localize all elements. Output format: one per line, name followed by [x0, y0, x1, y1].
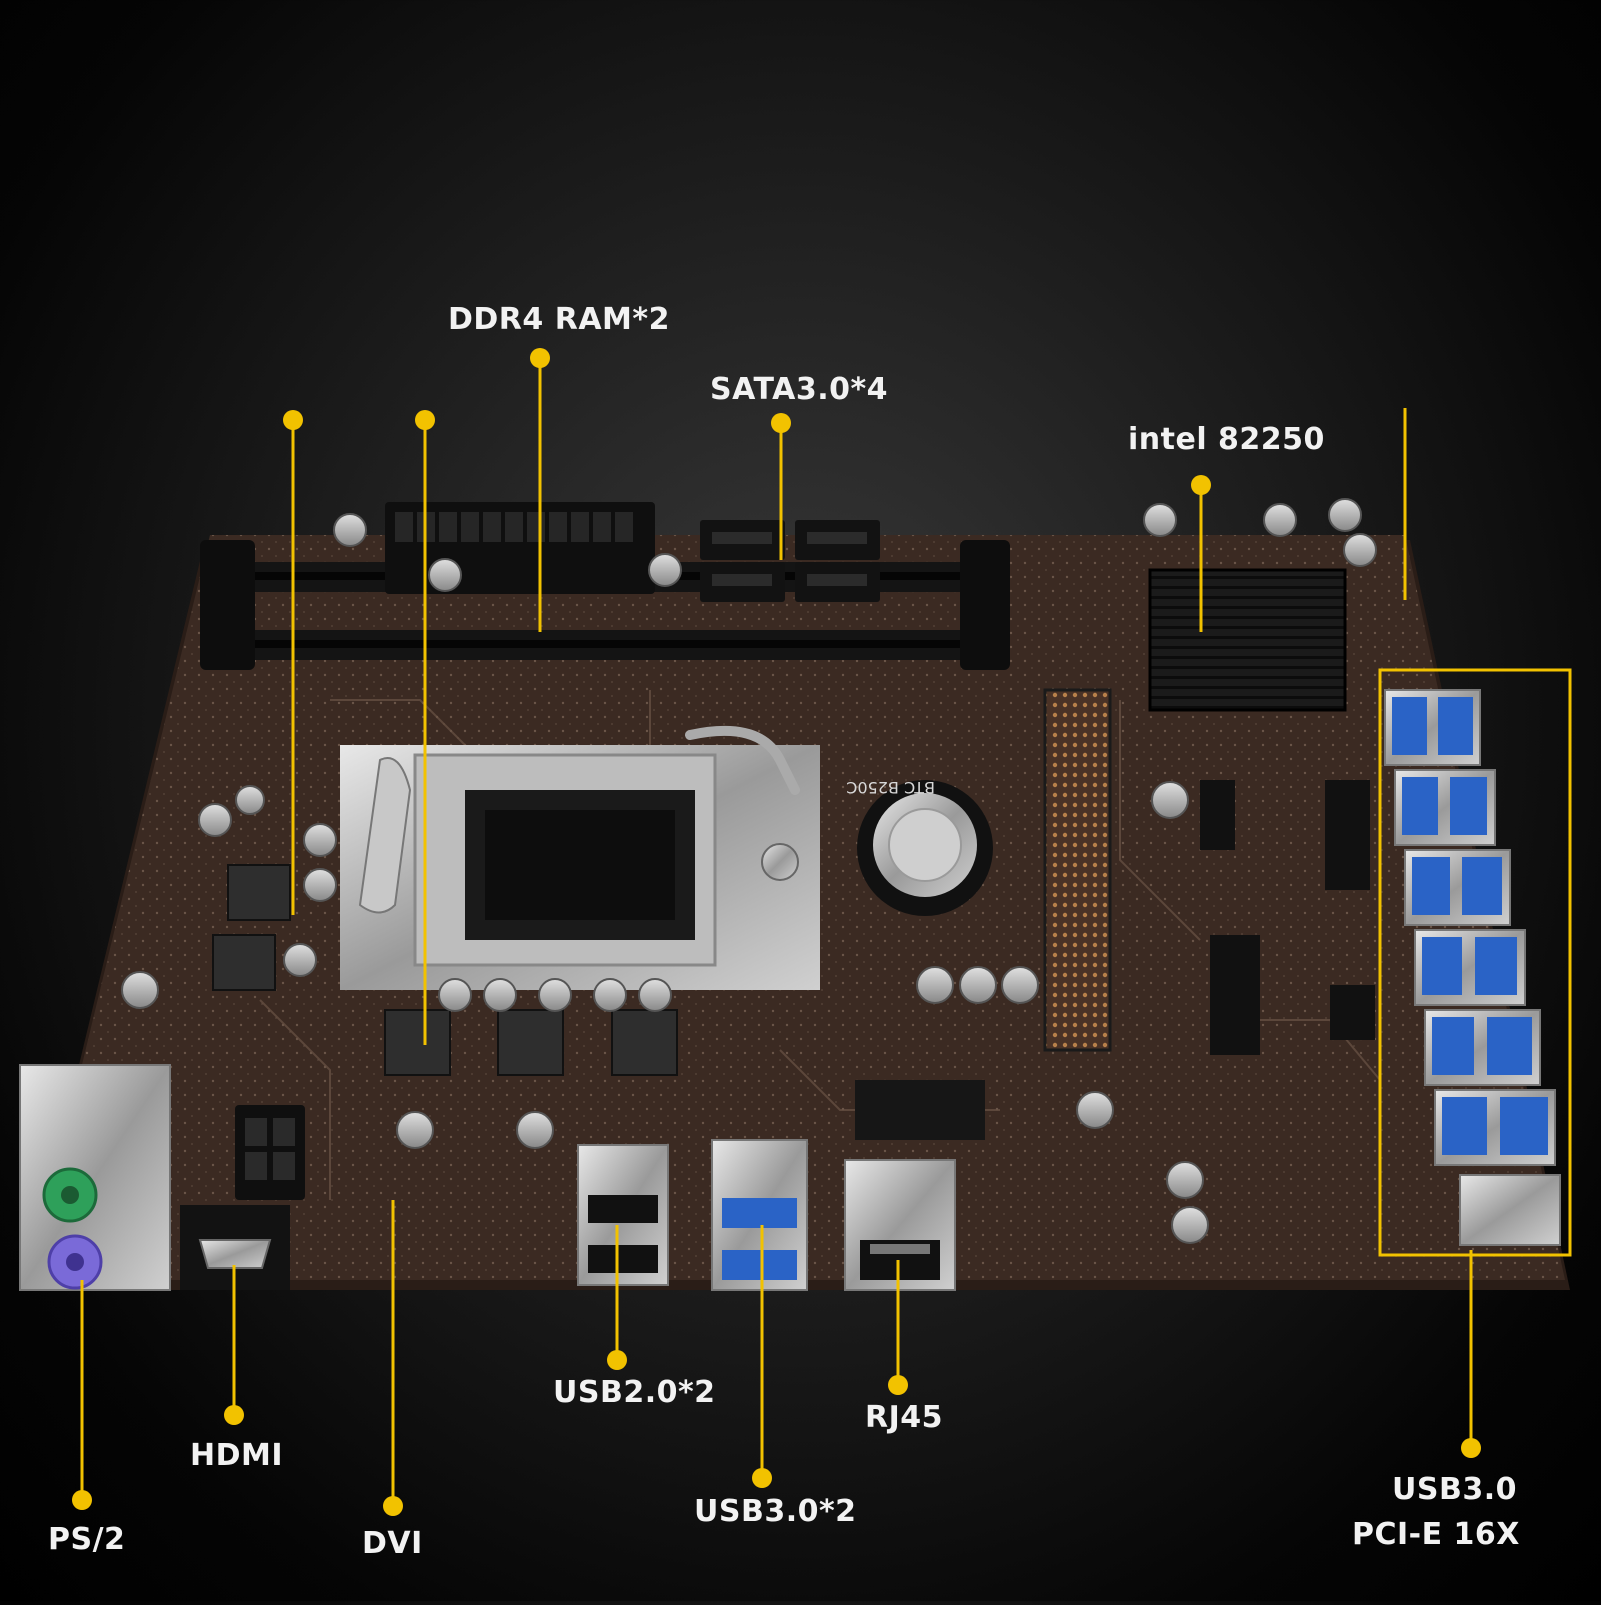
sata-ports	[700, 520, 880, 602]
rj45-port	[844, 1159, 956, 1291]
label-usb30: USB3.0*2	[694, 1494, 857, 1529]
callout-dot-ps2	[72, 1490, 92, 1510]
callout-dot-slot1	[283, 410, 303, 430]
board-model-silkscreen: BTC B250C	[846, 778, 935, 797]
pin-header-strip	[1043, 688, 1112, 1052]
label-hdmi: HDMI	[190, 1438, 284, 1473]
callout-dot-usb30-pcie	[1461, 1438, 1481, 1458]
label-usb20: USB2.0*2	[553, 1375, 716, 1410]
vrm-chokes	[212, 864, 678, 1076]
misc-headers	[855, 780, 1375, 1140]
label-usb30-pcie-line2: PCI-E 16X	[1352, 1517, 1520, 1552]
cmos-battery	[857, 780, 993, 916]
callout-dot-slot2	[415, 410, 435, 430]
label-dvi: DVI	[362, 1526, 423, 1561]
label-ddr4-ram: DDR4 RAM*2	[448, 302, 670, 337]
usb2-ports	[577, 1144, 669, 1286]
capacitors	[121, 498, 1377, 1244]
chipset-heatsink	[1148, 568, 1347, 712]
callouts	[72, 348, 1572, 1516]
label-sata: SATA3.0*4	[710, 372, 889, 407]
usb3-ports	[711, 1139, 808, 1291]
usb3-riser-ports	[1384, 689, 1561, 1246]
cpu-socket	[340, 725, 820, 990]
callout-dot-dvi	[383, 1496, 403, 1516]
ps2-port	[19, 1064, 171, 1291]
cpu-4pin-connector	[235, 1105, 305, 1200]
callout-dot-ddr4	[530, 348, 550, 368]
callout-dot-sata	[771, 413, 791, 433]
callout-dot-rj45	[888, 1375, 908, 1395]
callout-dot-usb20	[607, 1350, 627, 1370]
label-rj45: RJ45	[865, 1400, 944, 1435]
label-intel-chip: intel 82250	[1128, 422, 1325, 457]
label-usb30-pcie-line1: USB3.0	[1392, 1472, 1517, 1507]
callout-dot-intel	[1191, 475, 1211, 495]
label-ps2: PS/2	[48, 1522, 126, 1557]
callout-dot-hdmi	[224, 1405, 244, 1425]
usb3-riser-highlight-box	[1378, 668, 1572, 1257]
callout-dot-usb30	[752, 1468, 772, 1488]
